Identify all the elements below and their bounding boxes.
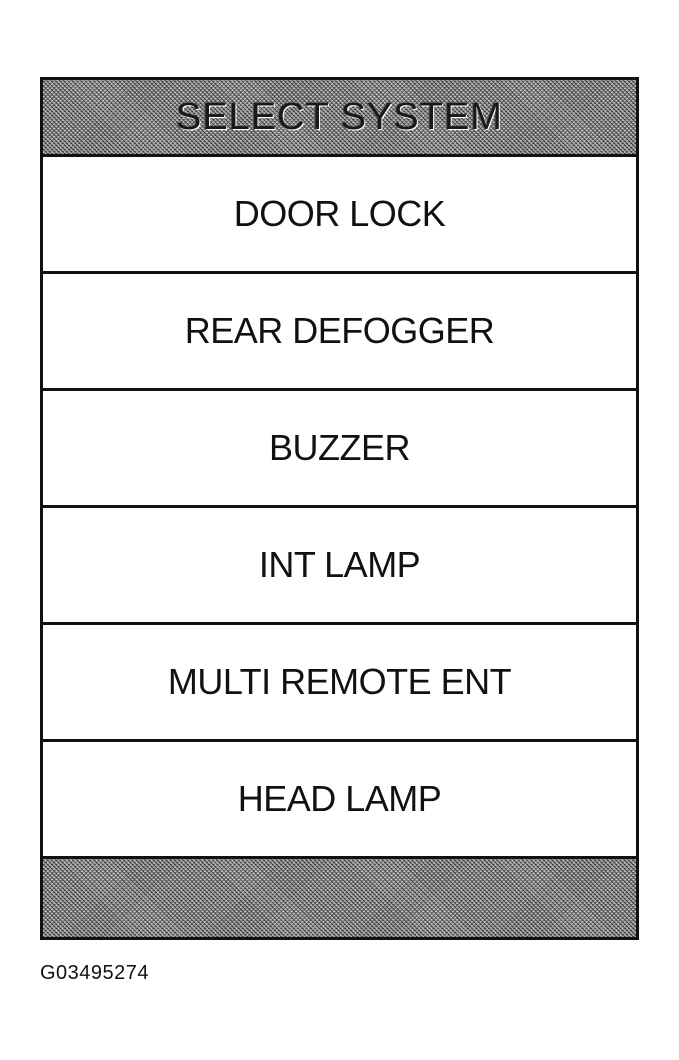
screen-footer [43,859,636,937]
menu-item-label: HEAD LAMP [237,778,442,819]
menu-item-head-lamp[interactable]: HEAD LAMP [43,742,636,859]
tester-screen: SELECT SYSTEM DOOR LOCK REAR DEFOGGER BU… [40,77,639,940]
menu-item-label: DOOR LOCK [233,193,446,234]
menu-item-door-lock[interactable]: DOOR LOCK [43,157,636,274]
menu-item-rear-defogger[interactable]: REAR DEFOGGER [43,274,636,391]
system-menu: DOOR LOCK REAR DEFOGGER BUZZER INT LAMP … [43,157,636,859]
menu-item-label: BUZZER [269,427,411,468]
menu-item-label: REAR DEFOGGER [184,310,495,351]
menu-item-int-lamp[interactable]: INT LAMP [43,508,636,625]
menu-item-buzzer[interactable]: BUZZER [43,391,636,508]
menu-item-multi-remote-ent[interactable]: MULTI REMOTE ENT [43,625,636,742]
menu-item-label: INT LAMP [258,544,421,585]
screen-header: SELECT SYSTEM [43,80,636,157]
screen-title: SELECT SYSTEM [176,95,503,138]
figure-id: G03495274 [40,962,150,984]
menu-item-label: MULTI REMOTE ENT [167,661,512,702]
